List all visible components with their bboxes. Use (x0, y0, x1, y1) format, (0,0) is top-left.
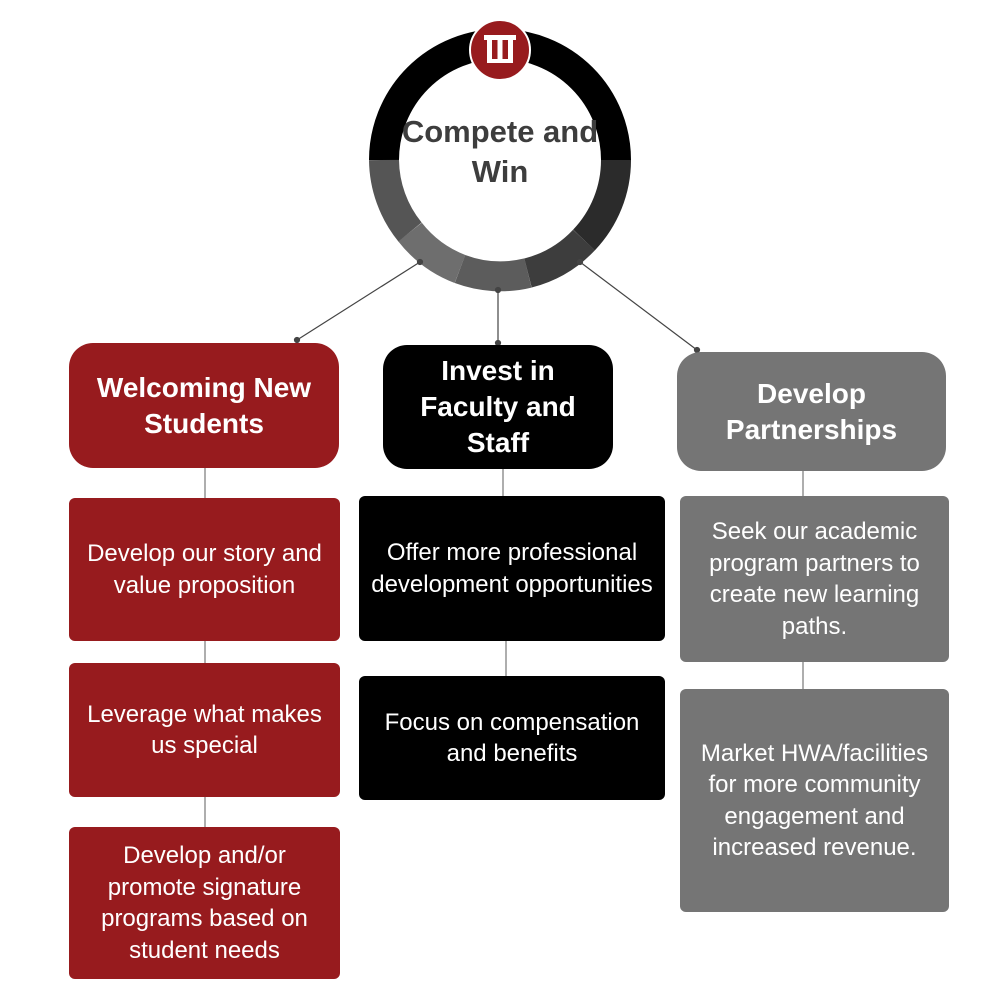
university-logo-icon (469, 19, 531, 81)
pillar-item: Develop our story and value proposition (69, 498, 340, 641)
pillar-item: Leverage what makes us special (69, 663, 340, 797)
pillar-heading-develop-partnerships: Develop Partnerships (677, 352, 946, 471)
connector-left (296, 261, 421, 341)
pillar-item: Seek our academic program partners to cr… (680, 496, 949, 662)
pillar-item: Develop and/or promote signature program… (69, 827, 340, 979)
pillar-heading-welcoming-new-students: Welcoming New Students (69, 343, 339, 468)
pillar-item: Focus on compensation and benefits (359, 676, 665, 800)
pillar-heading-invest-in-faculty-and-staff: Invest in Faculty and Staff (383, 345, 613, 469)
center-title: Compete and Win (401, 114, 599, 189)
connector-right (579, 261, 698, 351)
pillar-item: Market HWA/facilities for more community… (680, 689, 949, 912)
pillar-item: Offer more professional development oppo… (359, 496, 665, 641)
